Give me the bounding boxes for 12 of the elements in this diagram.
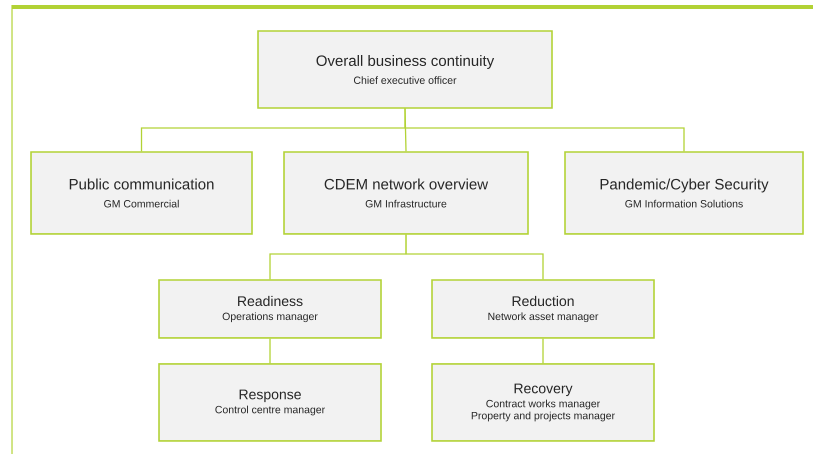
role-box: Public communication GM Commercial: [30, 151, 253, 235]
connector-line: [404, 108, 685, 152]
connector-line: [405, 234, 544, 280]
role-box: Response Control centre manager: [158, 363, 382, 442]
connector-line: [542, 338, 544, 364]
role-box: Readiness Operations manager: [158, 279, 382, 339]
role-box: Pandemic/Cyber Security GM Information Solutions: [564, 151, 804, 235]
role-box: Reduction Network asset manager: [431, 279, 655, 339]
role-box: Recovery Contract works manager Property and projects manager: [431, 363, 655, 442]
role-box: CDEM network overview GM Infrastructure: [283, 151, 529, 235]
role-box: Overall business continuity Chief executive officer: [257, 30, 553, 109]
connector-line: [269, 338, 271, 364]
